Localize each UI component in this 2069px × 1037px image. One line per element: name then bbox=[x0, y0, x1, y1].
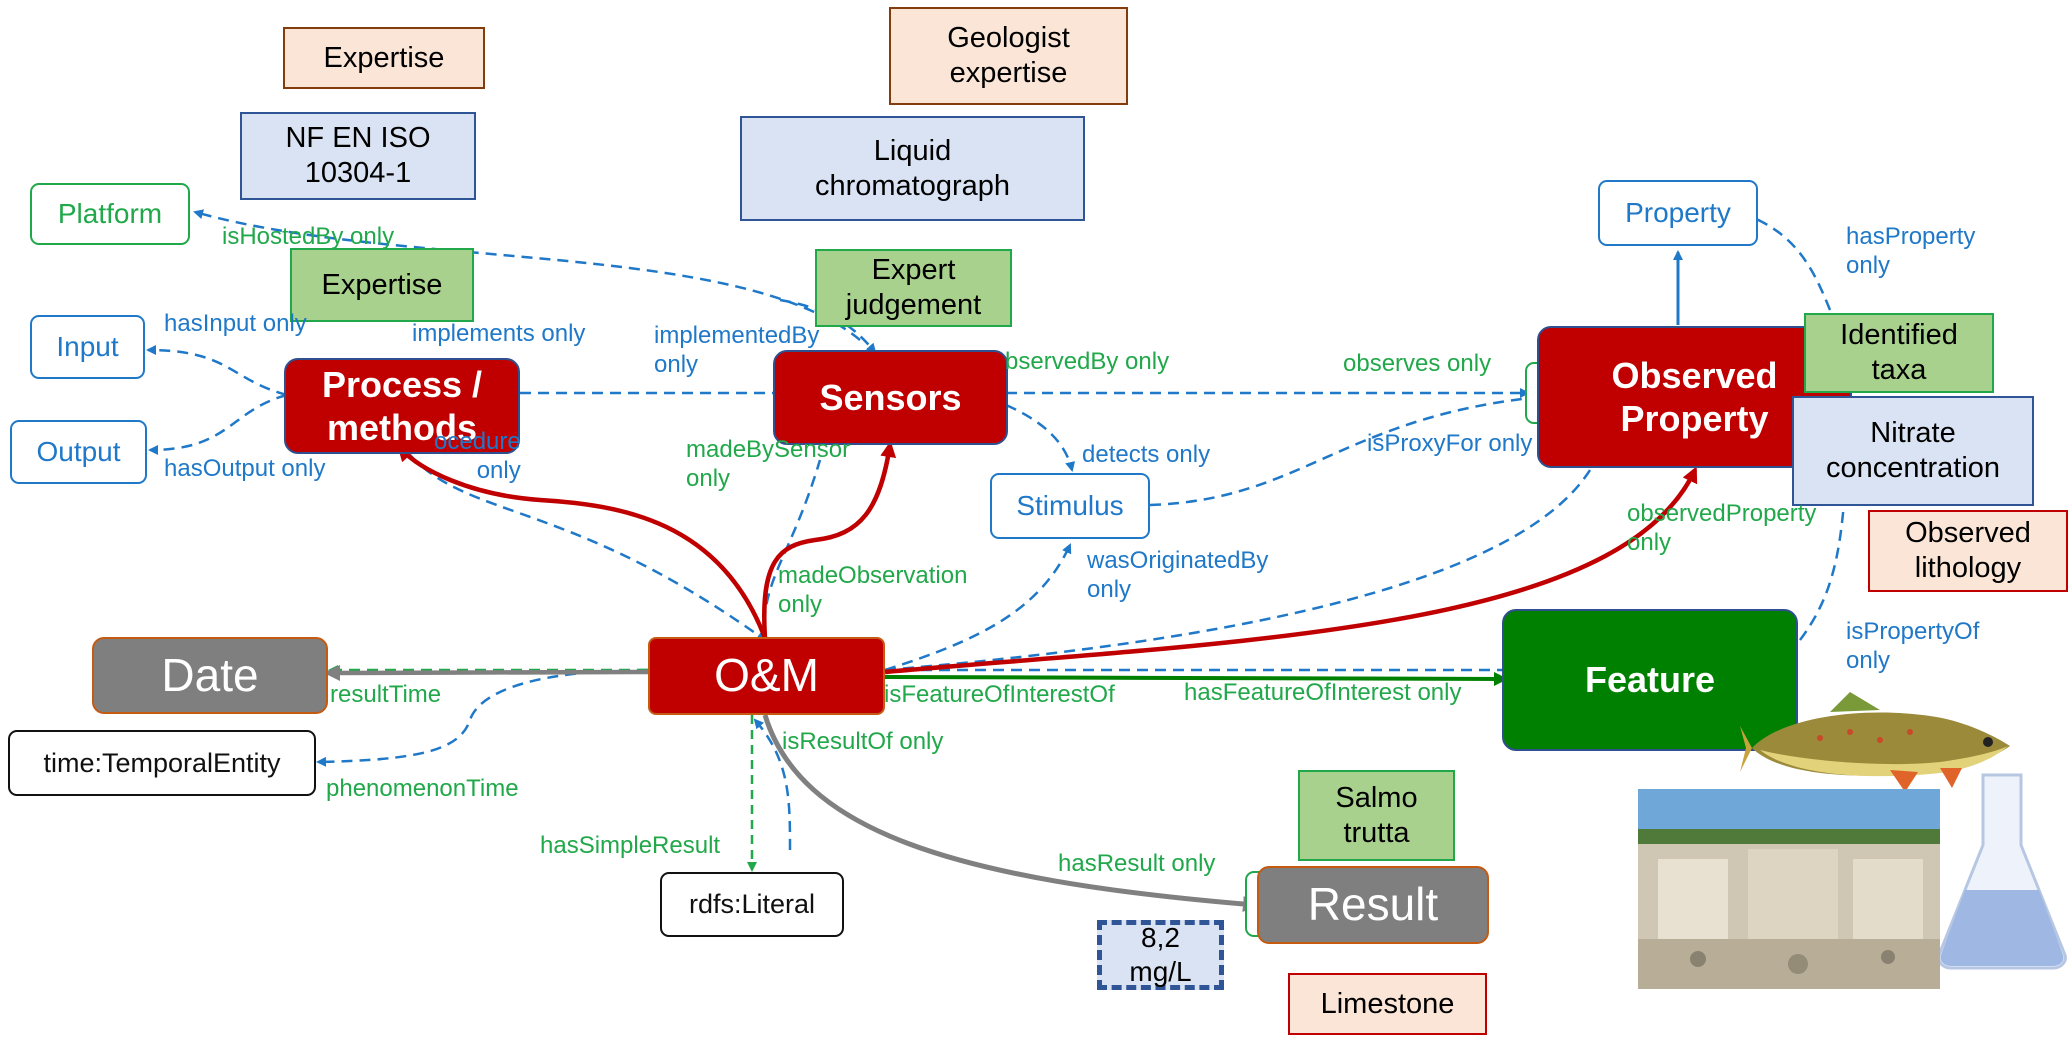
trout-fish-image bbox=[1740, 692, 2010, 792]
label-hasResult: hasResult only bbox=[1058, 850, 1216, 877]
label-isProxyFor: isProxyFor only bbox=[1367, 430, 1533, 457]
label-madeObservation: madeObservation only bbox=[778, 562, 968, 618]
process-methods-node: Process / methods bbox=[284, 358, 520, 454]
rdfs-literal-node: rdfs:Literal bbox=[660, 872, 844, 937]
edge-wasOriginatedBy bbox=[884, 543, 1072, 672]
label-hasFeatureOfInterest: hasFeatureOfInterest only bbox=[1184, 679, 1462, 706]
example-expert-judgement: Expert judgement bbox=[815, 249, 1012, 327]
example-value-8-2-mgl: 8,2 mg/L bbox=[1097, 920, 1224, 990]
label-observedProperty: observedProperty only bbox=[1627, 500, 1817, 556]
label-isHostedBy: isHostedBy only bbox=[222, 223, 395, 250]
edge-isHostedBy bbox=[193, 209, 861, 341]
platform-node: Platform bbox=[30, 183, 190, 245]
input-node: Input bbox=[30, 315, 145, 379]
label-observes: observes only bbox=[1343, 350, 1492, 377]
stimulus-node: Stimulus bbox=[990, 473, 1150, 539]
feature-node: Feature bbox=[1502, 609, 1798, 751]
edge-om-process bbox=[397, 445, 768, 639]
example-geologist-expertise: Geologist expertise bbox=[889, 7, 1128, 105]
label-isPropertyOf: isPropertyOf only bbox=[1846, 618, 1980, 674]
label-hasOutput: hasOutput only bbox=[164, 455, 326, 482]
label-procedure: ocedure only bbox=[434, 428, 521, 484]
example-salmo-trutta: Salmo trutta bbox=[1298, 770, 1455, 861]
limestone-quarry-photo bbox=[1638, 789, 1940, 989]
label-wasOriginatedBy: wasOriginatedBy only bbox=[1087, 547, 1269, 603]
label-isFeatureOfInterestOf: isFeatureOfInterestOf bbox=[884, 681, 1115, 708]
edge-procedure bbox=[409, 454, 767, 642]
edge-om-sensors bbox=[762, 441, 897, 639]
edge-hasInput bbox=[146, 345, 288, 397]
label-implementedBy: implementedBy only bbox=[654, 322, 820, 378]
label-madeBySensor: madeBySensor only bbox=[686, 436, 851, 492]
example-limestone: Limestone bbox=[1288, 973, 1487, 1035]
edge-phenomenonTime bbox=[316, 668, 649, 767]
label-detects: detects only bbox=[1082, 441, 1211, 468]
label-resultTime: resultTime bbox=[330, 681, 442, 708]
property-node: Property bbox=[1598, 180, 1758, 246]
example-expertise-top: Expertise bbox=[283, 27, 485, 89]
om-observation-node: O&M bbox=[648, 637, 885, 715]
label-phenomenonTime: phenomenonTime bbox=[326, 775, 519, 802]
edge-om-feature bbox=[884, 671, 1508, 686]
edge-hasOutput bbox=[148, 393, 288, 455]
label-hasSimpleResult: hasSimpleResult bbox=[540, 832, 721, 859]
edge-detects bbox=[1005, 403, 1076, 472]
date-node: Date bbox=[92, 637, 328, 714]
edge-isProxyFor bbox=[1149, 396, 1531, 507]
edge-om-date bbox=[324, 664, 649, 681]
edge-om-observed-property bbox=[884, 466, 1698, 675]
example-iso-standard: NF EN ISO 10304-1 bbox=[240, 112, 476, 200]
example-identified-taxa: Identified taxa bbox=[1804, 313, 1994, 393]
label-implements: implements only bbox=[412, 320, 586, 347]
sensors-node: Sensors bbox=[773, 350, 1008, 445]
example-liquid-chromatograph: Liquid chromatograph bbox=[740, 116, 1085, 221]
example-expertise-green: Expertise bbox=[290, 248, 474, 322]
label-hasInput: hasInput only bbox=[164, 310, 307, 337]
result-node: Result bbox=[1257, 866, 1489, 944]
example-observed-lithology: Observed lithology bbox=[1868, 510, 2068, 592]
edge-om-result bbox=[762, 714, 1259, 912]
edge-isPropertyOf bbox=[1798, 489, 1847, 641]
label-isResultOf: isResultOf only bbox=[782, 728, 944, 755]
example-nitrate-concentration: Nitrate concentration bbox=[1792, 396, 2034, 506]
output-node: Output bbox=[10, 420, 147, 484]
flask-image bbox=[1937, 773, 2067, 970]
label-hasProperty: hasProperty only bbox=[1846, 223, 1976, 279]
label-observedBy: bservedBy only bbox=[1005, 348, 1170, 375]
temporal-entity-node: time:TemporalEntity bbox=[8, 730, 316, 796]
edge-observedProperty bbox=[884, 469, 1592, 672]
